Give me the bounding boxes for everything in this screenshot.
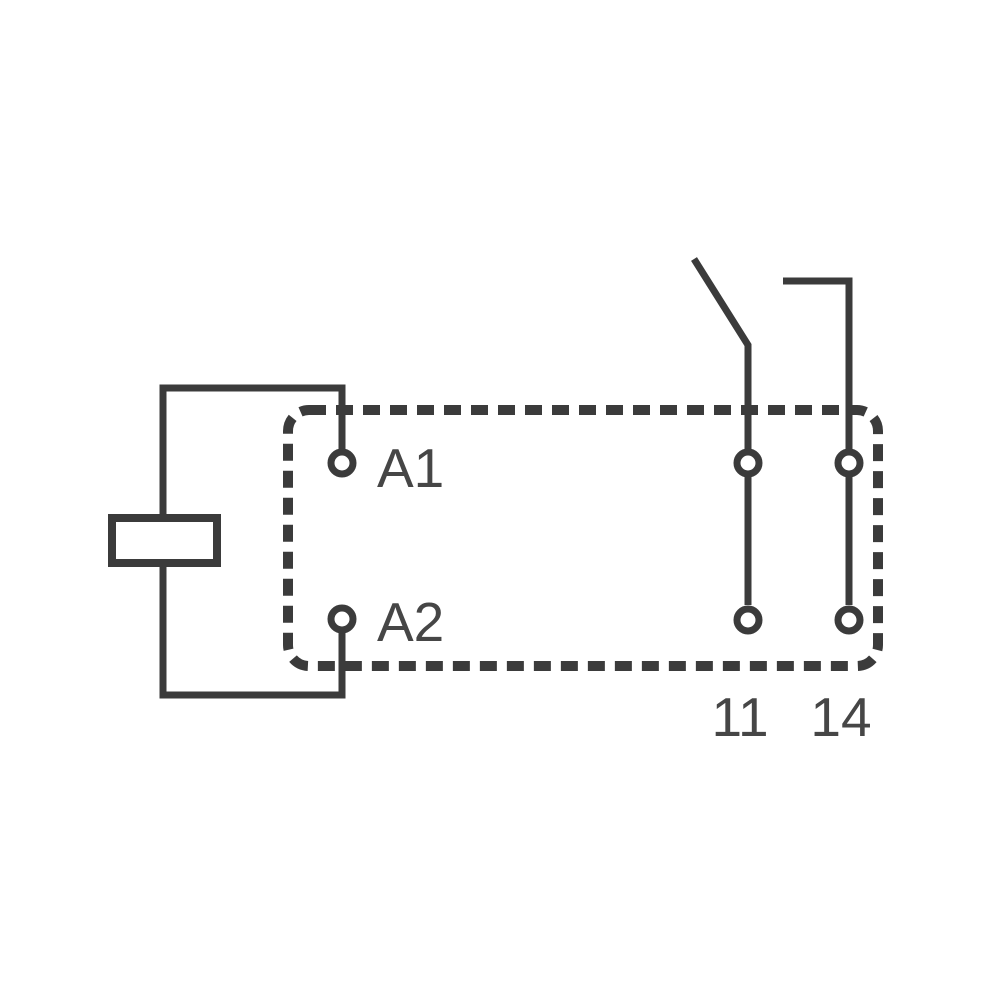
label-a2: A2 — [377, 591, 444, 653]
terminal-a1-circle — [327, 448, 357, 478]
terminal-a2-circle — [327, 604, 357, 634]
label-14: 14 — [810, 686, 871, 748]
contact-11-switch-arm — [691, 257, 752, 449]
terminal-11-top-circle — [733, 448, 763, 478]
label-a1: A1 — [377, 437, 444, 499]
terminal-11-bottom-circle — [733, 605, 763, 635]
contact-14-fixed-lead — [783, 277, 853, 449]
terminal-14-bottom-circle — [834, 605, 864, 635]
label-11: 11 — [711, 686, 768, 748]
terminal-14-top-circle — [834, 448, 864, 478]
relay-body-outline — [283, 405, 883, 671]
coil-symbol-box — [108, 514, 221, 567]
